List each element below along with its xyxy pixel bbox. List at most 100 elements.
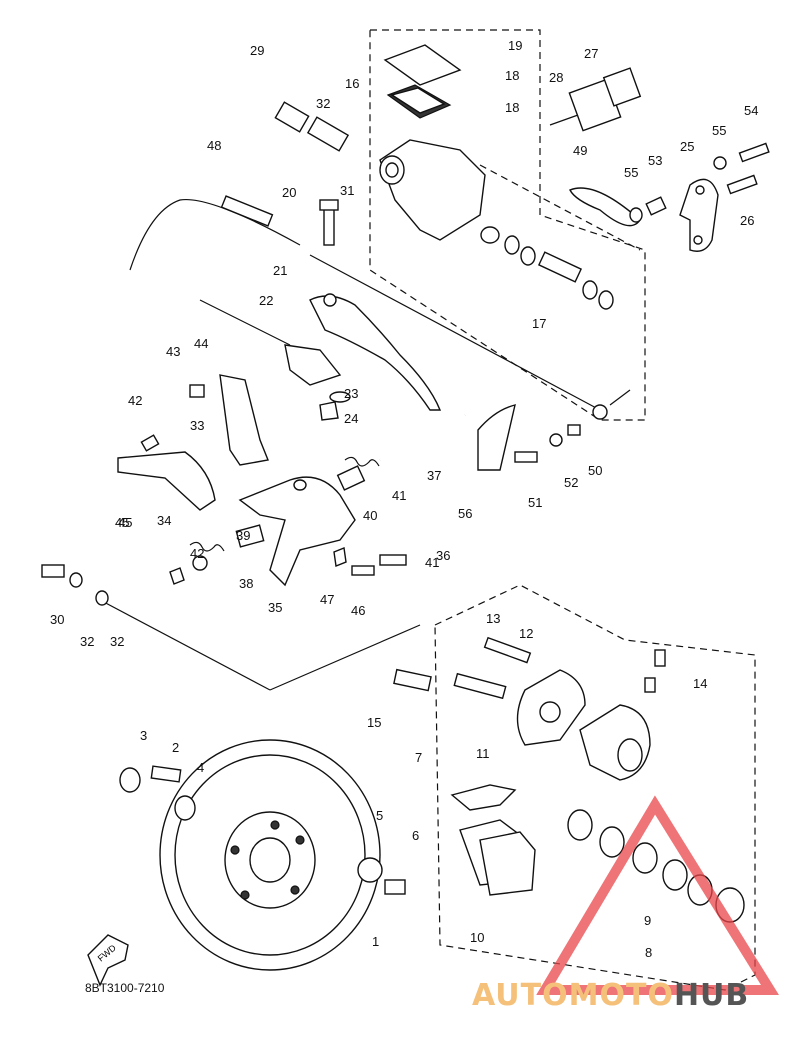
callout-number: 27 — [584, 46, 598, 61]
reservoir-cap-18 — [383, 44, 462, 119]
bracket-26 — [679, 178, 719, 252]
callout-number: 32 — [110, 634, 124, 649]
callout-number: 23 — [344, 386, 358, 401]
master-cylinder-body — [379, 139, 486, 241]
caliper-group-box — [434, 584, 756, 991]
callout-number: 2 — [172, 740, 179, 755]
callout-number: 52 — [564, 475, 578, 490]
caliper-bracket — [516, 669, 586, 746]
callout-number: 41 — [425, 555, 439, 570]
lever-49 — [569, 187, 641, 227]
throttle-cable-48 — [129, 195, 301, 271]
piston-kit-17 — [480, 226, 614, 310]
callout-number: 31 — [340, 183, 354, 198]
callout-number: 15 — [367, 715, 381, 730]
callout-number: 28 — [549, 70, 563, 85]
pins-12-15 — [393, 636, 532, 700]
callout-number: 10 — [470, 930, 484, 945]
bolt-38 — [379, 413, 466, 462]
callout-number: 3 — [140, 728, 147, 743]
callout-number: 49 — [573, 143, 587, 158]
callout-number: 46 — [351, 603, 365, 618]
callout-number: 53 — [648, 153, 662, 168]
watermark-moto: MOTO — [569, 978, 674, 1013]
callout-number: 51 — [528, 495, 542, 510]
callout-number: 44 — [194, 336, 208, 351]
callout-number: 45 — [118, 515, 132, 530]
pedal-34 — [189, 374, 269, 466]
callout-number: 4 — [197, 760, 204, 775]
callout-number: 36 — [436, 548, 450, 563]
callout-number: 39 — [236, 528, 250, 543]
callout-number: 33 — [190, 418, 204, 433]
callout-number: 6 — [412, 828, 419, 843]
callout-number: 1 — [372, 934, 379, 949]
callout-number: 24 — [344, 411, 358, 426]
automotohub-watermark: AUTOMOTOHUB — [472, 795, 779, 1013]
callout-number: 25 — [680, 139, 694, 154]
callout-number: 35 — [268, 600, 282, 615]
callout-number: 26 — [740, 213, 754, 228]
callout-number: 54 — [744, 103, 758, 118]
bracket-36 — [235, 465, 366, 587]
callout-number: 32 — [80, 634, 94, 649]
watermark-auto: AUTO — [472, 978, 569, 1013]
arm-35 — [117, 434, 216, 511]
callout-number: 17 — [532, 316, 546, 331]
caliper-body — [579, 704, 651, 781]
callout-number: 32 — [316, 96, 330, 111]
long-cable-to-caliper — [309, 254, 608, 420]
part-code: 8BT3100-7210 — [85, 981, 165, 995]
callout-number: 7 — [415, 750, 422, 765]
bleed-screw-14 — [644, 649, 666, 693]
callout-numbers: 1234567891011121314151617181819202122232… — [50, 38, 758, 960]
callout-number: 55 — [712, 123, 726, 138]
callout-number: 11 — [476, 746, 490, 761]
callout-number: 8 — [645, 945, 652, 960]
callout-number: 45 — [115, 515, 129, 530]
callout-number: 18 — [505, 100, 519, 115]
callout-number: 56 — [458, 506, 472, 521]
callout-number: 38 — [239, 576, 253, 591]
callout-number: 19 — [508, 38, 522, 53]
callout-number: 55 — [624, 165, 638, 180]
fwd-arrow-badge: FWD — [87, 934, 129, 987]
watermark-hub: HUB — [674, 978, 749, 1013]
callout-number: 5 — [376, 808, 383, 823]
callout-number: 22 — [259, 293, 273, 308]
spring-11 — [450, 784, 517, 811]
callout-number: 16 — [345, 76, 359, 91]
master-cylinder-group-box — [369, 29, 646, 421]
bolt-21 — [319, 199, 339, 246]
brake-cable-30 — [89, 56, 350, 560]
brake-disc-1 — [159, 739, 381, 971]
callout-number: 41 — [392, 488, 406, 503]
pads-10 — [459, 819, 536, 896]
callout-number: 50 — [588, 463, 602, 478]
callout-number: 14 — [693, 676, 707, 691]
callout-number: 30 — [50, 612, 64, 627]
callout-number: 40 — [363, 508, 377, 523]
callout-number: 43 — [166, 344, 180, 359]
callout-number: 21 — [273, 263, 287, 278]
callout-number: 12 — [519, 626, 533, 641]
springs-42 — [189, 456, 380, 552]
callout-number: 42 — [190, 546, 204, 561]
callout-number: 48 — [207, 138, 221, 153]
watermark-triangle-logo — [536, 795, 779, 995]
svg-text:AUTOMOTOHUB: AUTOMOTOHUB — [472, 978, 749, 1013]
small-parts-53-54-55-27 — [629, 142, 770, 223]
callout-number: 13 — [486, 611, 500, 626]
lever-22 — [309, 293, 442, 411]
plate-56 — [477, 404, 516, 471]
callout-number: 9 — [644, 913, 651, 928]
brake-switch-28 — [549, 67, 642, 132]
callout-number: 42 — [128, 393, 142, 408]
small-fasteners — [41, 424, 581, 606]
callout-number: 20 — [282, 185, 296, 200]
disc-small-parts — [119, 765, 406, 895]
callout-number: 18 — [505, 68, 519, 83]
callout-number: 34 — [157, 513, 171, 528]
cable-23-with-bracket — [199, 299, 351, 421]
